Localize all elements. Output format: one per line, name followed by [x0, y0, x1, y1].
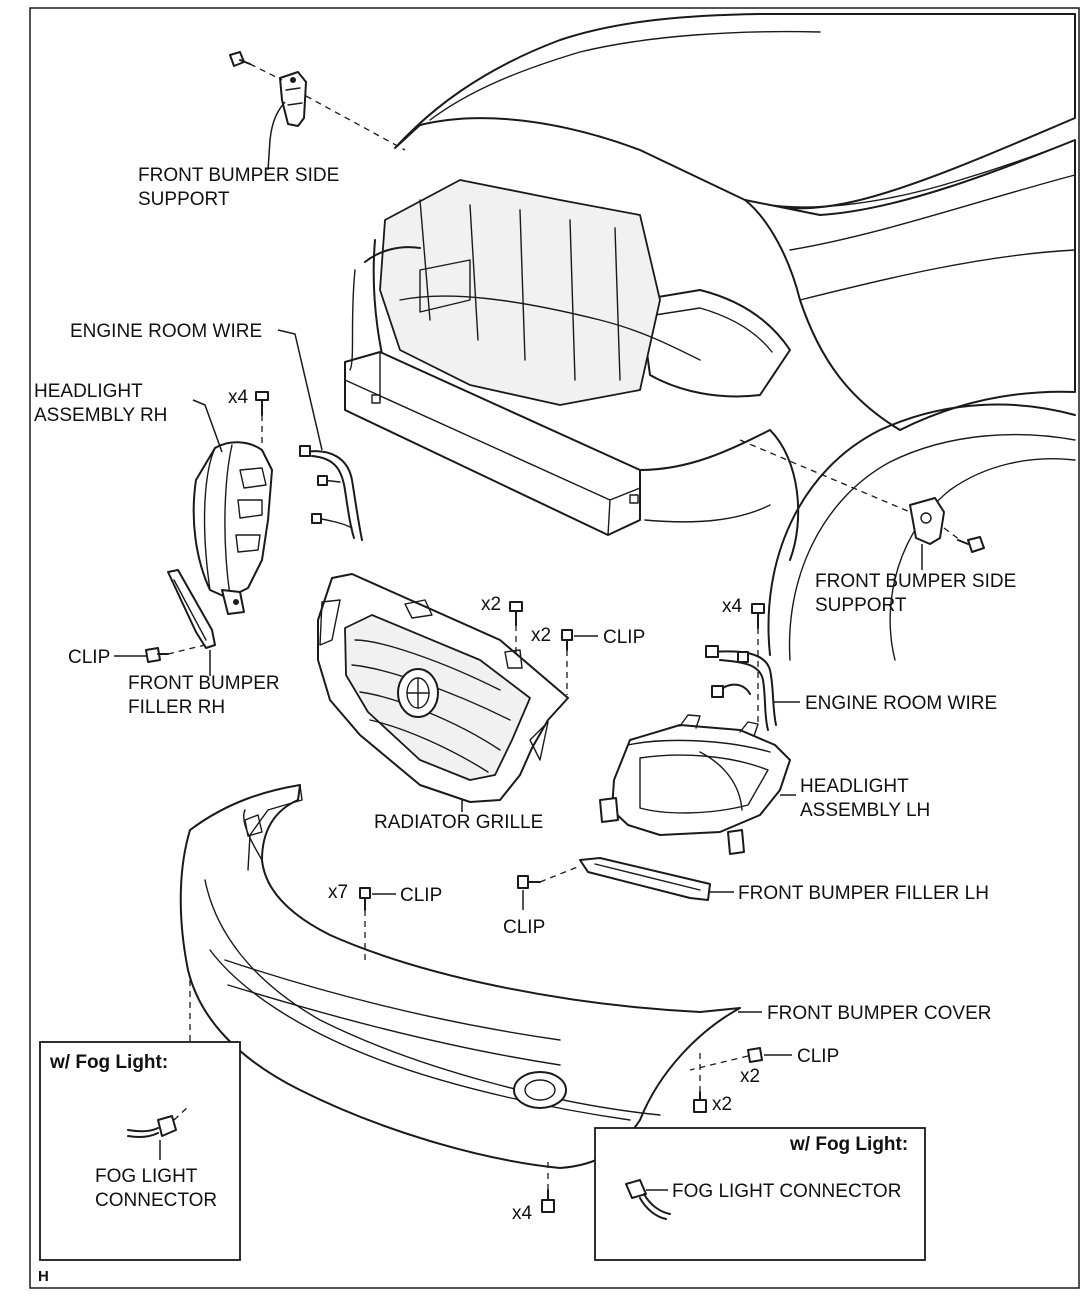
bumper-filler-lh	[579, 857, 711, 901]
label-clip-bumper-side: CLIP	[797, 1046, 839, 1067]
label-corner-mark: H	[38, 1268, 49, 1285]
bolt-icon	[751, 603, 765, 629]
dashed-line	[305, 95, 406, 151]
vehicle-front-body	[344, 13, 1076, 661]
label-qty-x4-headlight-lh: x4	[722, 596, 743, 617]
dashed-line	[173, 1104, 191, 1121]
label-qty-x2-bumper-clip: x2	[740, 1066, 760, 1087]
bolt-icon	[693, 1091, 707, 1113]
label-fog-connector-left-2: CONNECTOR	[95, 1190, 217, 1211]
bolt-icon	[957, 536, 985, 553]
fog-light-box-left	[39, 1041, 241, 1261]
label-clip-bumper-top: CLIP	[400, 885, 442, 906]
headlight-assembly-rh	[192, 441, 273, 615]
clip-icon	[517, 875, 541, 889]
label-clip-rh: CLIP	[68, 647, 110, 668]
label-headlight-lh-2: ASSEMBLY LH	[800, 800, 930, 821]
label-engine-room-wire-rh: ENGINE ROOM WIRE	[70, 321, 262, 342]
bolt-icon	[541, 1189, 555, 1213]
label-qty-x4-headlight-rh: x4	[228, 387, 249, 408]
label-side-support-top-2: SUPPORT	[138, 189, 230, 210]
side-support-top	[279, 71, 307, 127]
label-headlight-rh-1: HEADLIGHT	[34, 381, 143, 402]
label-filler-lh: FRONT BUMPER FILLER LH	[738, 883, 989, 904]
leader-line	[267, 101, 286, 171]
label-clip-filler-lh: CLIP	[503, 917, 545, 938]
fog-light-box-right	[594, 1127, 926, 1261]
label-headlight-lh-1: HEADLIGHT	[800, 776, 909, 797]
label-clip-grille: CLIP	[603, 627, 645, 648]
label-headlight-rh-2: ASSEMBLY RH	[34, 405, 167, 426]
bolt-icon	[509, 601, 523, 626]
label-side-support-top-1: FRONT BUMPER SIDE	[138, 165, 339, 186]
fog-light-connector-left	[127, 1115, 177, 1138]
label-qty-x4-bumper-bottom: x4	[512, 1203, 533, 1224]
label-engine-room-wire-lh: ENGINE ROOM WIRE	[805, 693, 997, 714]
diagram-frame	[29, 7, 1080, 1289]
front-bumper-cover	[179, 784, 741, 1169]
label-fog-connector-right: FOG LIGHT CONNECTOR	[672, 1181, 901, 1202]
label-filler-rh-2: FILLER RH	[128, 697, 225, 718]
dashed-line	[943, 527, 961, 541]
label-bumper-cover: FRONT BUMPER COVER	[767, 1003, 992, 1024]
dashed-line	[167, 644, 206, 655]
clip-icon	[747, 1047, 763, 1063]
label-side-support-right-2: SUPPORT	[815, 595, 907, 616]
headlight-assembly-lh	[599, 714, 791, 855]
label-qty-x7-bumper-clip: x7	[328, 882, 348, 903]
clip-icon	[359, 887, 371, 911]
label-filler-rh-1: FRONT BUMPER	[128, 673, 280, 694]
clip-icon	[561, 629, 573, 651]
fog-light-connector-right	[625, 1179, 671, 1220]
engine-room-wire-lh	[705, 645, 777, 731]
label-qty-x2-bumper-bolt: x2	[712, 1094, 732, 1115]
clip-icon	[145, 647, 169, 663]
label-fog-connector-left-1: FOG LIGHT	[95, 1166, 198, 1187]
dashed-line	[539, 865, 581, 883]
label-qty-x2-grille-bolt: x2	[481, 594, 501, 615]
label-qty-x2-grille-clip: x2	[531, 625, 551, 646]
bumper-filler-rh	[167, 569, 216, 649]
dashed-line	[249, 63, 283, 81]
bolt-icon	[255, 391, 269, 416]
bolt-icon	[229, 51, 251, 67]
side-support-right	[909, 497, 945, 545]
engine-room-wire-rh	[299, 445, 363, 541]
label-fog-box-left-title: w/ Fog Light:	[49, 1052, 168, 1073]
radiator-grille	[317, 573, 569, 803]
leader-line	[192, 399, 223, 453]
dashed-line	[739, 439, 911, 513]
label-side-support-right-1: FRONT BUMPER SIDE	[815, 571, 1016, 592]
label-radiator-grille: RADIATOR GRILLE	[374, 812, 543, 833]
leader-line	[277, 329, 323, 451]
label-fog-box-right-title: w/ Fog Light:	[789, 1134, 908, 1155]
